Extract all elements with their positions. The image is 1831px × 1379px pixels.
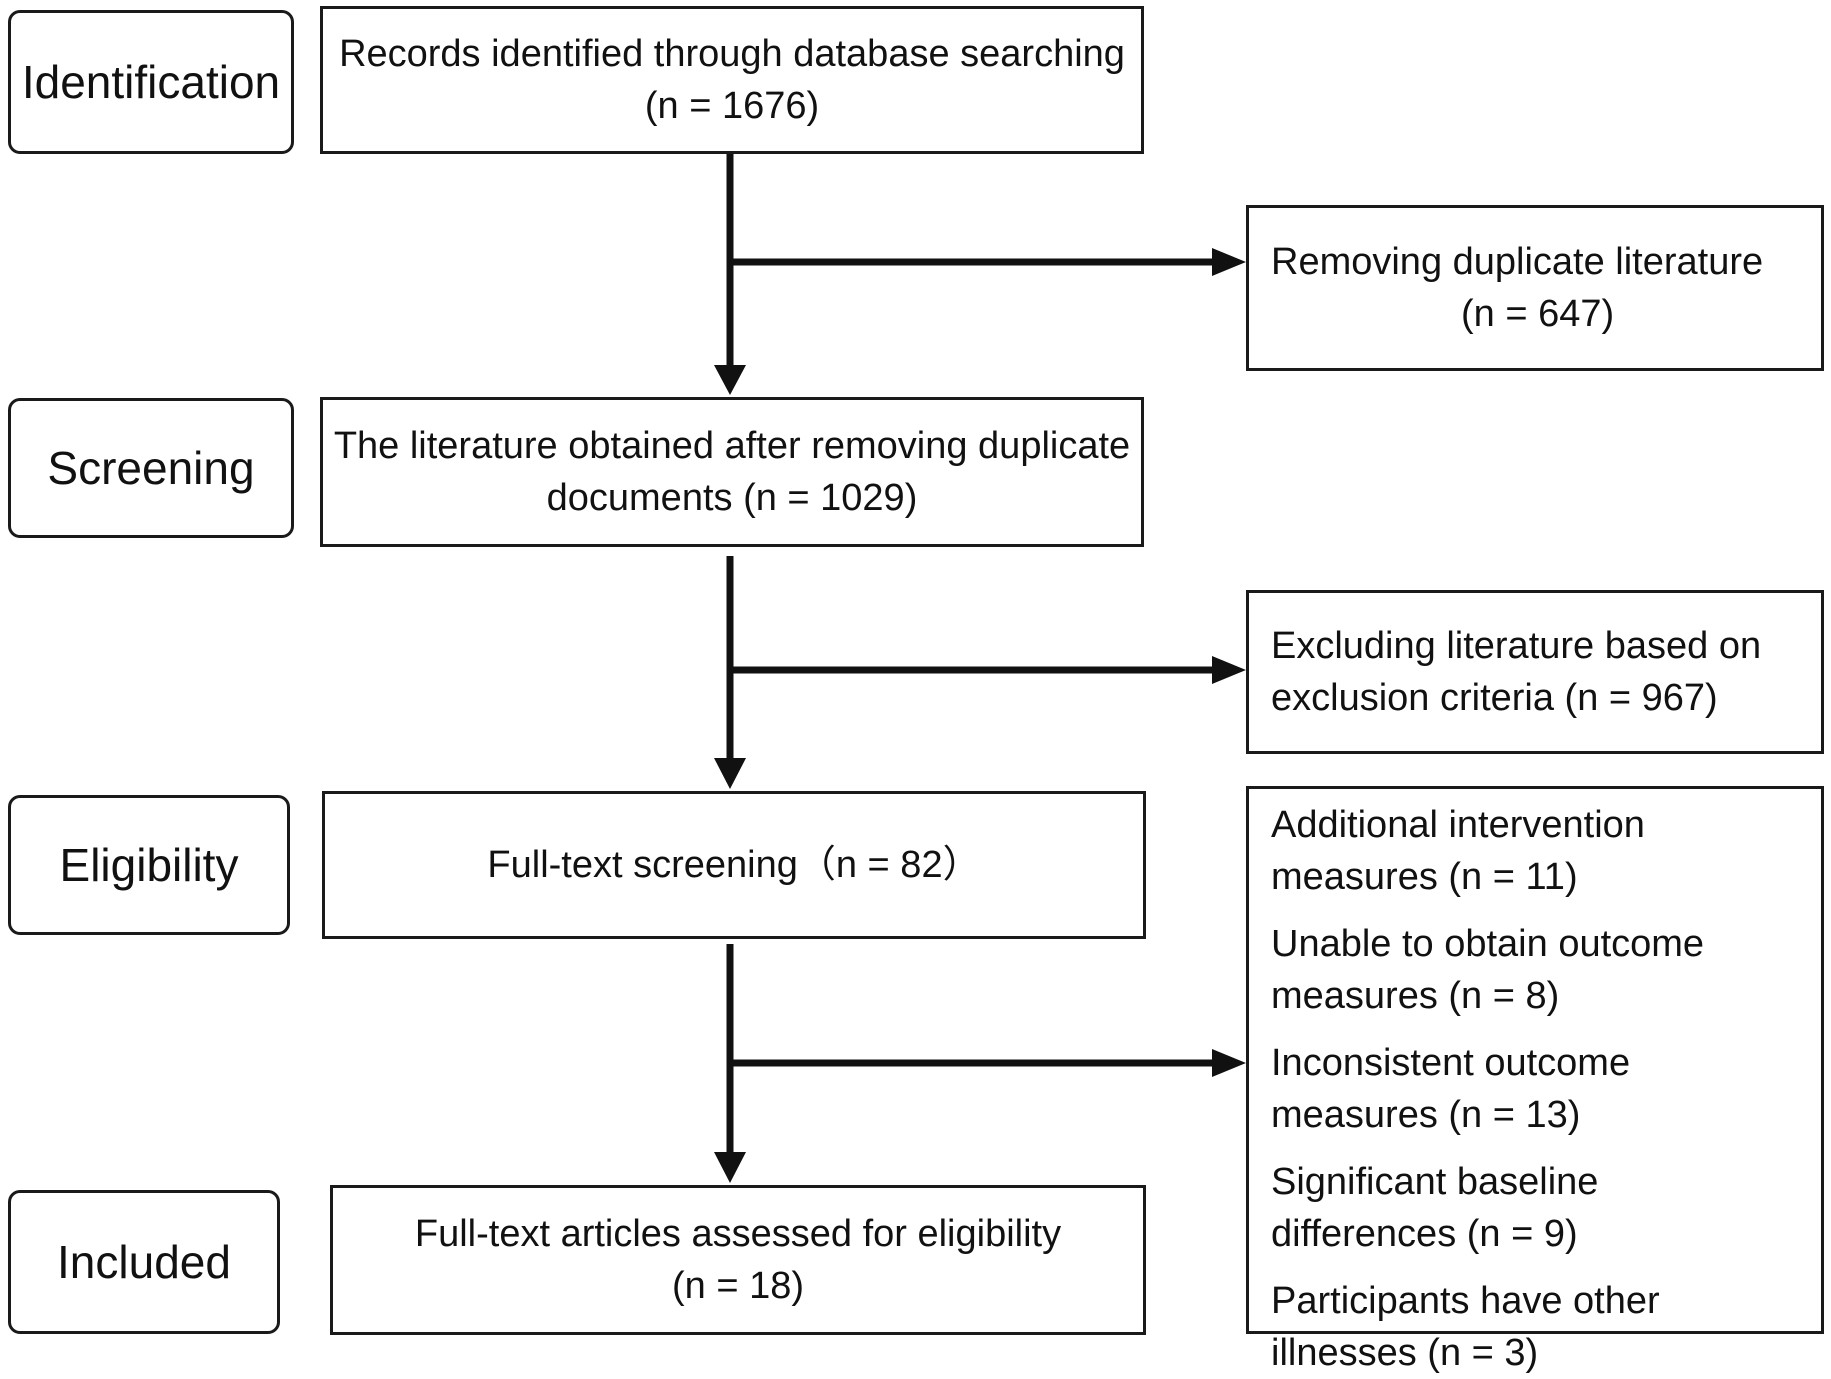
flow-connectors xyxy=(0,0,1831,1341)
arrowhead-right xyxy=(1212,656,1246,684)
arrowhead-down xyxy=(714,365,746,395)
arrowhead-down xyxy=(714,1152,746,1183)
arrowhead-right xyxy=(1212,1049,1246,1077)
arrowhead-right xyxy=(1212,248,1246,276)
arrowhead-down xyxy=(714,758,746,789)
